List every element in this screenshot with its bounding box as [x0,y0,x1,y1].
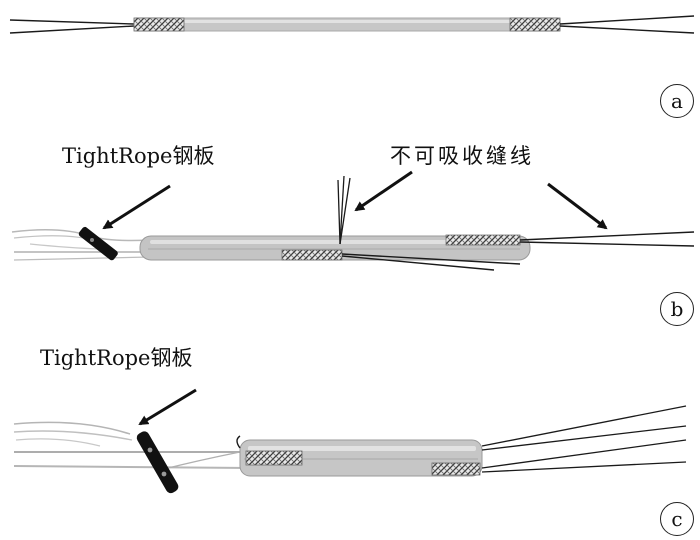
panel-c-device [13,405,687,494]
suture-strand [519,241,695,247]
suture-strand [481,461,687,473]
thread [13,430,133,441]
suture-strand [341,255,495,271]
suture-strand [481,405,687,447]
tightrope-plate [136,431,179,494]
coil-left [133,17,185,32]
tube-highlight [134,20,560,23]
arrow-suture-middle [354,170,413,212]
suture-loop [236,435,241,449]
suture-strand [9,19,135,25]
panel-a-device [9,15,695,34]
suture-strand [559,25,695,34]
tightrope-plate [78,226,118,261]
thread [15,438,101,447]
arrow-plate-b [102,184,171,230]
suture-strand [481,425,687,451]
thread [13,465,251,469]
panel-label-a: a [660,84,694,118]
suture-strand [337,179,341,245]
arrows [102,170,608,426]
device-tube [133,17,561,32]
label-tightrope-plate-c: TightRope钢板 [40,346,193,370]
suture-strand [339,177,351,245]
panel-label-b: b [660,292,694,326]
thread [29,243,101,250]
suture-strand [339,175,345,245]
suture-strand [481,439,687,469]
suture-strand [341,253,521,265]
suture-strand [519,231,695,241]
label-nonabsorbable-suture: 不可吸收缝线 [390,144,534,168]
panel-label-c: c [660,502,694,536]
arrow-plate-c [138,388,197,426]
tube-highlight [248,446,476,451]
plate-hole [161,471,167,477]
panel-b-device [11,175,695,271]
suture-strand [559,15,695,25]
coil-right [509,17,561,32]
tube-highlight [150,240,520,244]
label-tightrope-plate-b: TightRope钢板 [62,144,215,168]
suture-strand [9,25,135,34]
coil-upper [245,450,303,466]
arrow-suture-right [547,182,608,230]
coil-lower [281,249,343,261]
coil-lower [431,462,481,476]
plate-hole [90,238,94,242]
plate-hole [147,447,153,453]
coil-upper [445,234,521,246]
thread [13,421,131,435]
thread [13,256,151,261]
